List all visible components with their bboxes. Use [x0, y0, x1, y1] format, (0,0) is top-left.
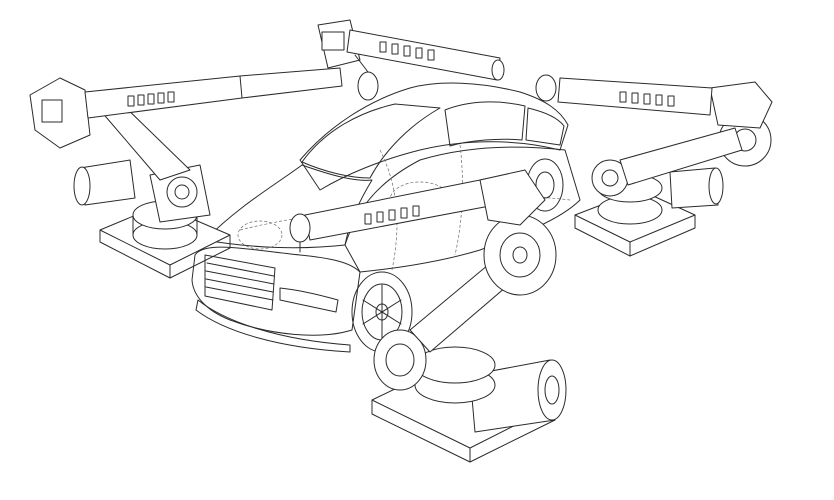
robot-arm-left — [29, 67, 343, 279]
robot-arm-top — [317, 19, 505, 101]
robot-arm-front — [289, 169, 567, 463]
robot-arm-right — [535, 74, 773, 257]
